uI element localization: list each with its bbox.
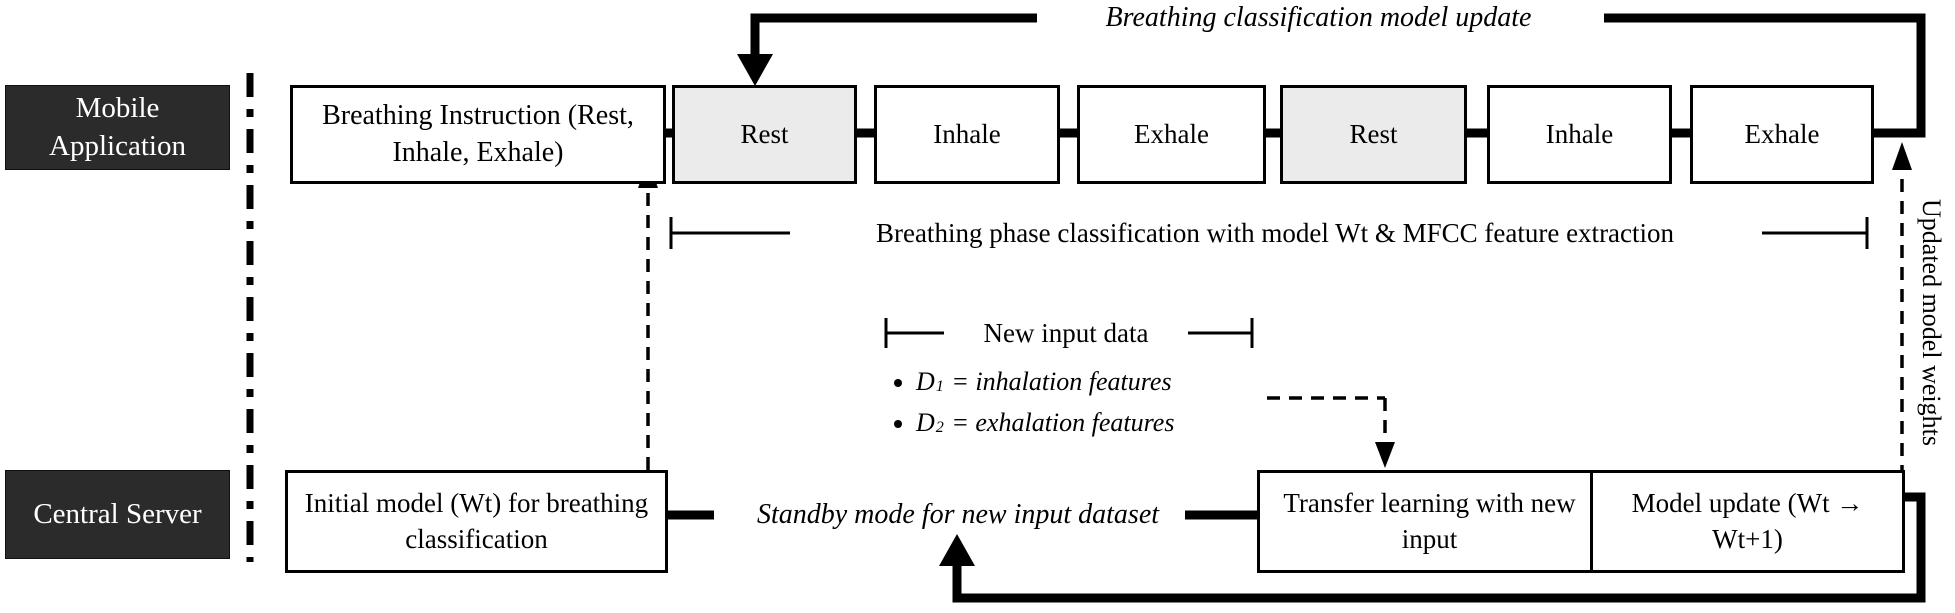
new-input-bullet-list: D1 = inhalation features D2 = exhalation… bbox=[886, 366, 1174, 447]
new-input-data-bracket bbox=[884, 318, 1254, 348]
breathing-instruction-box: Breathing Instruction (Rest, Inhale, Exh… bbox=[290, 85, 666, 184]
new-input-to-transfer-dashed-line bbox=[1267, 396, 1387, 444]
phase-box-exhale-1: Exhale bbox=[1077, 85, 1266, 184]
standby-mode-label: Standby mode for new input dataset bbox=[756, 499, 1160, 530]
initial-model-box: Initial model (Wt) for breathing classif… bbox=[285, 470, 668, 573]
arrowhead-into-standby bbox=[939, 534, 975, 566]
transfer-learning-box: Transfer learning with new input bbox=[1257, 470, 1602, 573]
d1-subscript: 1 bbox=[935, 378, 944, 396]
arrowhead-into-transfer-box bbox=[1375, 442, 1395, 468]
updated-weights-dashed-line bbox=[1869, 168, 1904, 480]
phase-box-exhale-2: Exhale bbox=[1690, 85, 1874, 184]
model-update-loop-line-left bbox=[750, 13, 1037, 58]
model-update-loop-line-right bbox=[1604, 13, 1926, 138]
model-update-box: Model update (Wt → Wt+1) bbox=[1590, 470, 1905, 573]
initial-model-to-instruction-dashed-line bbox=[632, 184, 650, 494]
d2-variable: D bbox=[916, 407, 935, 437]
phase-classification-bracket bbox=[669, 217, 1869, 249]
phase-box-rest-2: Rest bbox=[1280, 85, 1467, 184]
lane-label-central-server: Central Server bbox=[5, 470, 230, 559]
phase-box-inhale-1: Inhale bbox=[874, 85, 1060, 184]
d1-variable: D bbox=[916, 367, 935, 396]
phase-box-rest-1: Rest bbox=[672, 85, 857, 184]
arrowhead-into-rest-box bbox=[737, 54, 773, 86]
bullet-d1-inhalation-features: D1 = inhalation features bbox=[916, 366, 1174, 399]
new-input-data-label: New input data bbox=[983, 317, 1149, 348]
phase-classification-bracket-label: Breathing phase classification with mode… bbox=[875, 217, 1675, 248]
model-update-loop-title: Breathing classification model update bbox=[1105, 2, 1532, 33]
d2-subscript: 2 bbox=[935, 418, 944, 436]
phase-box-inhale-2: Inhale bbox=[1487, 85, 1672, 184]
updated-model-weights-label: Updated model weights bbox=[1917, 198, 1946, 446]
d2-description: = exhalation features bbox=[944, 407, 1175, 437]
lane-label-mobile-application: Mobile Application bbox=[5, 85, 230, 170]
bullet-d2-exhalation-features: D2 = exhalation features bbox=[916, 407, 1174, 440]
arrowhead-updated-weights bbox=[1892, 142, 1912, 170]
d1-description: = inhalation features bbox=[944, 367, 1172, 396]
